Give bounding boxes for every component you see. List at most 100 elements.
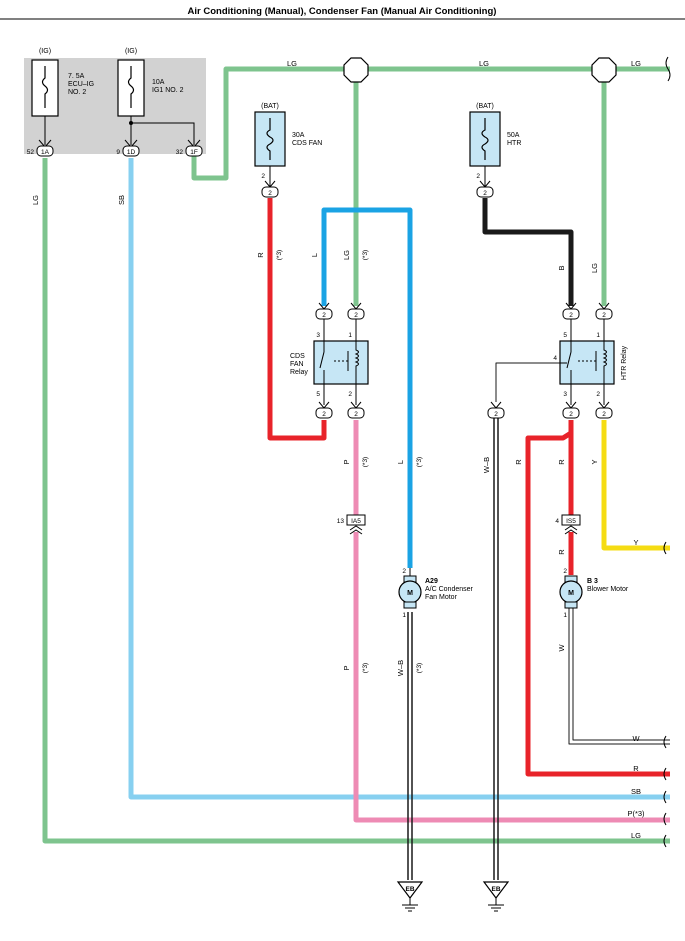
connector-1a-pin: 52 xyxy=(27,149,35,156)
wire-end-marks xyxy=(663,56,671,848)
cds-relay-label-2: FAN xyxy=(290,361,304,368)
splice-ia5-pin: 13 xyxy=(337,518,345,525)
fuse-ecu-ig-name: ECU–IG xyxy=(68,81,94,88)
svg-text:EB: EB xyxy=(405,886,414,893)
fuse-ig1-rating: 10A xyxy=(152,79,165,86)
svg-text:2: 2 xyxy=(569,411,573,418)
label-wb-relay: W–B xyxy=(482,457,491,473)
label-wb-a29-note: (*3) xyxy=(416,663,423,673)
wire-relay-pin4 xyxy=(495,362,560,402)
end-mark-y xyxy=(663,541,667,555)
label-p-low: P xyxy=(342,665,351,670)
wire-wb-a29 xyxy=(407,612,413,880)
connector-1f-id: 1F xyxy=(190,149,198,156)
label-lg-bottom: LG xyxy=(631,831,641,840)
wire-w xyxy=(568,608,670,745)
cds-fan-relay: 2 2 2 2 xyxy=(313,302,369,419)
splice-ia5: IA5 xyxy=(346,514,366,535)
ig-label-right: (IG) xyxy=(125,48,137,55)
fuse-ig1 xyxy=(117,59,195,145)
connector-1d-id: 1D xyxy=(127,149,136,156)
wire-r-cds xyxy=(267,198,327,441)
label-w: W xyxy=(632,734,640,743)
cds-relay-pin1: 1 xyxy=(348,332,352,339)
connector-htr-fuse: 2 xyxy=(476,180,494,198)
htr-relay-pin3: 3 xyxy=(563,391,567,398)
svg-text:2: 2 xyxy=(322,312,326,319)
label-r-blower: R xyxy=(557,549,566,555)
label-wb-a29: W–B xyxy=(396,660,405,676)
motor-a29: M xyxy=(398,568,422,609)
label-y-vertical: Y xyxy=(590,459,599,464)
htr-relay: 2 2 2 2 2 xyxy=(487,302,615,419)
motor-a29-pin1: 1 xyxy=(402,612,406,619)
fuse-htr xyxy=(469,111,501,186)
fuse-htr-pin: 2 xyxy=(476,173,480,180)
label-r: R xyxy=(633,764,639,773)
svg-text:IA5: IA5 xyxy=(351,518,361,525)
cds-relay-label-1: CDS xyxy=(290,353,305,360)
motor-b3-pin1: 1 xyxy=(563,612,567,619)
connector-1a-id: 1A xyxy=(41,149,50,156)
fuse-htr-rating: 50A xyxy=(507,132,520,139)
motor-a29-code: A29 xyxy=(425,578,438,585)
splice-is5-pin: 4 xyxy=(555,518,559,525)
label-p-low-note: (*3) xyxy=(362,663,369,673)
wire-b xyxy=(482,198,574,306)
wire-wb-ground xyxy=(493,418,499,880)
connector-1f: 1F 32 xyxy=(176,139,203,157)
end-mark-sb xyxy=(663,790,667,804)
end-mark-p xyxy=(663,812,667,826)
svg-text:2: 2 xyxy=(322,411,326,418)
ground-eb-right: EB xyxy=(482,881,510,912)
wires xyxy=(42,66,670,880)
label-l-top: L xyxy=(310,253,319,257)
svg-text:IS5: IS5 xyxy=(566,518,576,525)
junction-octagon-2 xyxy=(591,57,617,83)
wire-labels: LG LG LG LG SB R (*3) L LG (*3) B LG P (… xyxy=(31,59,645,840)
label-l-mid: L xyxy=(396,460,405,464)
svg-text:2: 2 xyxy=(602,411,606,418)
label-l-mid-note: (*3) xyxy=(416,457,423,467)
end-mark-lg-top xyxy=(665,56,671,82)
svg-text:M: M xyxy=(568,590,574,597)
svg-text:2: 2 xyxy=(354,312,358,319)
connector-1a: 1A 52 xyxy=(27,139,54,157)
wire-p-lower xyxy=(353,532,670,823)
svg-text:2: 2 xyxy=(494,411,498,418)
htr-relay-pin5: 5 xyxy=(563,332,567,339)
svg-text:M: M xyxy=(407,590,413,597)
fuse-cds-name: CDS FAN xyxy=(292,140,322,147)
splice-is5: IS5 xyxy=(561,514,581,535)
label-sb-left: SB xyxy=(117,195,126,205)
end-mark-r xyxy=(663,767,667,781)
fuse-ecu-ig-no: NO. 2 xyxy=(68,89,86,96)
label-lg-top-3: LG xyxy=(631,59,641,68)
wire-sb xyxy=(128,158,670,800)
htr-relay-pin2: 2 xyxy=(596,391,600,398)
motor-b3-code: B 3 xyxy=(587,578,598,585)
ground-eb-left: EB xyxy=(396,881,424,912)
label-r-htr: R xyxy=(557,459,566,465)
htr-relay-label: HTR Relay xyxy=(621,345,628,380)
cds-relay-pin3: 3 xyxy=(316,332,320,339)
cds-relay-pin2: 2 xyxy=(348,391,352,398)
label-sb: SB xyxy=(631,787,641,796)
svg-text:2: 2 xyxy=(569,312,573,319)
end-mark-lg-bottom xyxy=(663,834,667,848)
label-lg-left: LG xyxy=(31,195,40,205)
motor-a29-name-1: A/C Condenser xyxy=(425,586,474,593)
ig-label-left: (IG) xyxy=(39,48,51,55)
label-y: Y xyxy=(633,538,638,547)
label-p-mid: P xyxy=(342,459,351,464)
label-lg-top-1: LG xyxy=(287,59,297,68)
motor-b3-pin2: 2 xyxy=(563,568,567,575)
junction-octagon-1 xyxy=(343,57,369,83)
wire-lg-left xyxy=(42,158,670,844)
fuse-htr-name: HTR xyxy=(507,140,521,147)
label-lg-top-2: LG xyxy=(479,59,489,68)
svg-text:2: 2 xyxy=(483,190,487,197)
htr-relay-pin4: 4 xyxy=(553,355,557,362)
svg-text:2: 2 xyxy=(268,190,272,197)
motor-a29-name-2: Fan Motor xyxy=(425,594,458,601)
